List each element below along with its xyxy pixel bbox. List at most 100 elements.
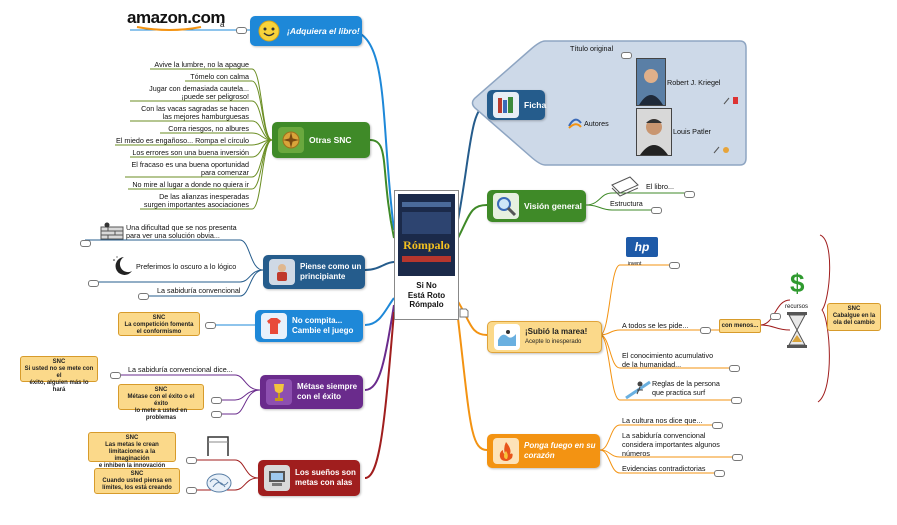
collapse-toggle[interactable]: [186, 487, 197, 494]
branch-adquiera[interactable]: ¡Adquiera el libro!: [250, 16, 362, 46]
piense-item: Preferimos lo oscuro a lo lógico: [136, 262, 237, 271]
branch-label-line1: Los sueños son: [295, 468, 356, 477]
fire-icon: [493, 438, 519, 464]
snc-note: SNC La competición fomenta el conformism…: [118, 312, 200, 336]
con-menos-tag: con menos...: [719, 319, 761, 333]
branch-label: No compita...Cambie el juego: [292, 316, 353, 336]
branch-label-line2: metas con alas: [295, 478, 353, 487]
collapse-toggle[interactable]: [651, 207, 662, 214]
otras-item: para comenzar: [201, 168, 249, 177]
branch-label: Visión general: [524, 201, 582, 211]
collapse-toggle[interactable]: [770, 313, 781, 320]
note-line: ola del cambio: [833, 320, 875, 326]
collapse-toggle[interactable]: [700, 327, 711, 334]
fuego-item: números: [622, 449, 650, 458]
marea-item: que practica surf: [652, 388, 706, 397]
branch-marea[interactable]: ¡Subió la marea!Acepte lo inesperado: [487, 321, 602, 353]
piense-item: para ver una solución obvia...: [126, 231, 220, 240]
branch-label-line1: Ponga fuego en su: [524, 441, 596, 450]
note-line: La competición fomenta: [124, 322, 194, 328]
tshirt-icon: [261, 313, 287, 339]
central-title-line: Si No: [416, 281, 437, 290]
collapse-toggle[interactable]: [236, 27, 247, 34]
thinker-icon: [269, 259, 295, 285]
piense-item: La sabiduría convencional: [157, 286, 241, 295]
collapse-toggle[interactable]: [211, 411, 222, 418]
amazon-suffix: a: [220, 20, 225, 29]
smiley-icon: [256, 18, 282, 44]
note-title: SNC: [130, 471, 144, 477]
hp-logo: hp: [626, 237, 658, 257]
fuego-item: La sabiduría convencional: [622, 431, 706, 440]
branch-label-line1: No compita...: [292, 316, 343, 325]
link-icon[interactable]: [712, 145, 732, 154]
note-line: lo mete a usted en problemas: [134, 408, 188, 421]
otras-item: Con las vacas sagradas se hacen: [141, 104, 249, 113]
collapse-toggle[interactable]: [669, 262, 680, 269]
otras-item: las mejores hamburguesas: [162, 112, 249, 121]
books-icon: [493, 92, 519, 118]
recursos-label: recursos: [785, 304, 809, 310]
vision-item: El libro...: [646, 182, 674, 191]
branch-label-line1: Piense como un: [300, 262, 362, 271]
snc-note: SNC Métase con el éxito o el éxito lo me…: [118, 384, 204, 421]
note-attachment-icon[interactable]: [459, 308, 469, 318]
wave-icon: [494, 324, 520, 350]
branch-label-line2: corazón: [524, 451, 555, 460]
note-line: limitaciones a la imaginación: [108, 449, 156, 462]
branch-no-compita[interactable]: No compita...Cambie el juego: [255, 310, 363, 342]
collapse-toggle[interactable]: [732, 454, 743, 461]
author-photo: [636, 58, 666, 106]
note-line: Métase con el éxito o el éxito: [127, 394, 195, 407]
otras-item: Tómelo con calma: [190, 72, 249, 81]
snc-note: SNC Cuando usted piensa en límites, los …: [94, 468, 180, 494]
link-icon[interactable]: [722, 96, 742, 105]
central-topic[interactable]: Rómpalo Si No Está Roto Rómpalo: [394, 190, 459, 320]
vision-item: Estructura: [610, 199, 643, 208]
note-title: SNC: [52, 359, 66, 365]
otras-item: Jugar con demasiada cautela...: [149, 84, 249, 93]
author-photo: [636, 108, 672, 156]
snc-note: SNC Si usted no se mete con el éxito, al…: [20, 356, 98, 393]
collapse-toggle[interactable]: [211, 397, 222, 404]
branch-otras-snc[interactable]: Otras SNC: [272, 122, 370, 158]
branch-ficha[interactable]: Ficha: [487, 90, 547, 120]
author-name: Robert J. Kriegel: [667, 78, 721, 87]
collapse-toggle[interactable]: [186, 457, 197, 464]
note-title: SNC: [125, 435, 139, 441]
collapse-toggle[interactable]: [88, 280, 99, 287]
brain-icon: [206, 473, 232, 493]
otras-item: Los errores son una buena inversión: [132, 148, 249, 157]
piense-item: Una dificultad que se nos presenta: [126, 223, 237, 232]
snc-note: SNC Las metas le crean limitaciones a la…: [88, 432, 176, 469]
branch-label: ¡Adquiera el libro!: [287, 26, 360, 36]
amazon-logo[interactable]: amazon.com: [127, 8, 225, 27]
fuego-item: La cultura nos dice que...: [622, 416, 703, 425]
branch-label: Ficha: [524, 100, 547, 110]
collapse-toggle[interactable]: [138, 293, 149, 300]
collapse-toggle[interactable]: [684, 191, 695, 198]
otras-item: El miedo es engañoso... Rompa el círculo: [115, 136, 249, 145]
collapse-toggle[interactable]: [714, 470, 725, 477]
collapse-toggle[interactable]: [621, 52, 632, 59]
hourglass-icon: [787, 312, 807, 348]
collapse-toggle[interactable]: [205, 322, 216, 329]
central-title: Si No Está Roto Rómpalo: [395, 281, 458, 310]
collapse-toggle[interactable]: [80, 240, 91, 247]
collapse-toggle[interactable]: [712, 422, 723, 429]
book-cover-title: Rómpalo: [403, 238, 450, 252]
branch-vision[interactable]: Visión general: [487, 190, 586, 222]
collapse-toggle[interactable]: [731, 397, 742, 404]
collapse-toggle[interactable]: [729, 365, 740, 372]
book-cover: Rómpalo: [398, 194, 455, 276]
note-title: SNC: [152, 315, 166, 321]
note-title: SNC: [154, 387, 168, 393]
collapse-toggle[interactable]: [110, 372, 121, 379]
otras-item: Corra riesgos, no albures: [168, 124, 249, 133]
